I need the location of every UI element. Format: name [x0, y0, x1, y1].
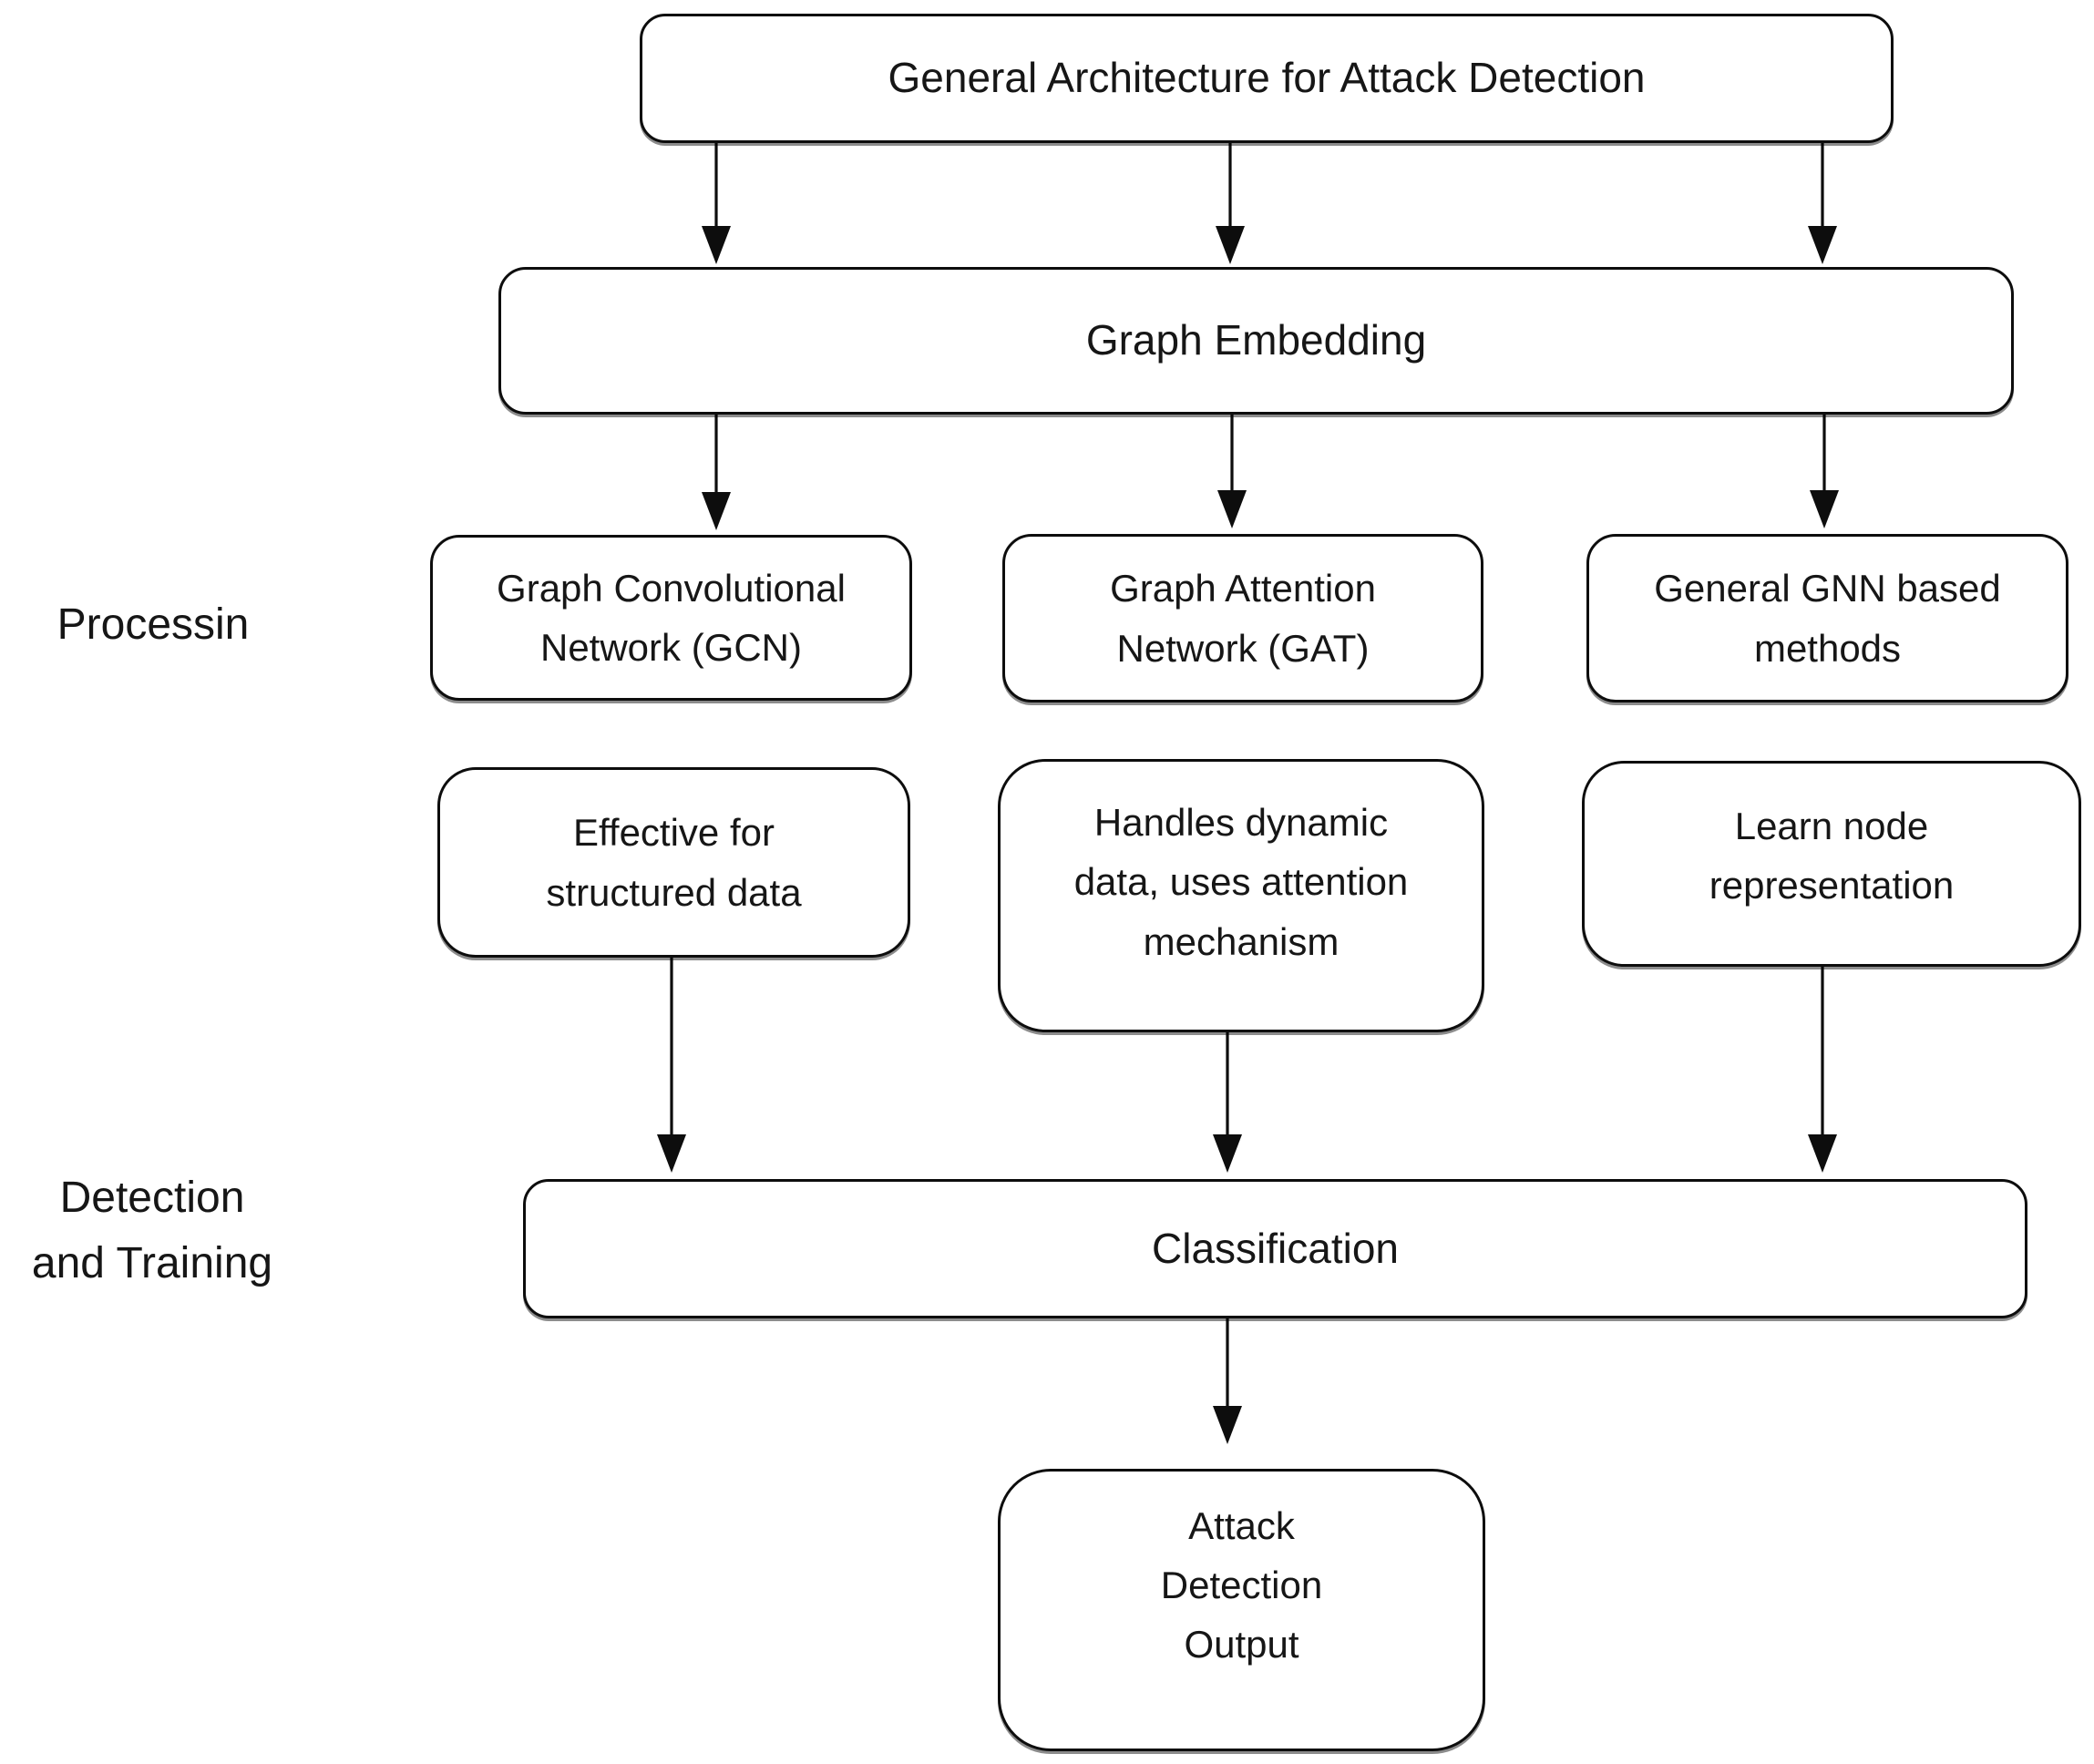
- node-attack-detection-output-label: Attack Detection Output: [1160, 1503, 1323, 1667]
- flow-arrow: [1808, 143, 1837, 264]
- node-gcn-note: Effective for structured data: [437, 767, 910, 958]
- node-gnn-methods: General GNN based methods: [1586, 534, 2068, 703]
- flow-arrow: [1213, 1032, 1242, 1173]
- stage-label-processing: Processin: [56, 600, 250, 649]
- node-gat-note: Handles dynamic data, uses attention mec…: [998, 759, 1484, 1032]
- flow-arrow: [1810, 415, 1839, 528]
- node-graph-embedding: Graph Embedding: [498, 267, 2014, 415]
- node-gnn-methods-label: General GNN based methods: [1654, 567, 2001, 670]
- node-classification-label: Classification: [1152, 1224, 1399, 1272]
- stage-label-detection-and-training: Detection and Training: [31, 1174, 273, 1287]
- node-graph-embedding-label: Graph Embedding: [1085, 316, 1427, 364]
- node-gat-label: Graph Attention Network (GAT): [1110, 567, 1376, 670]
- node-gcn: Graph Convolutional Network (GCN): [430, 535, 912, 701]
- flow-arrow: [702, 143, 731, 264]
- node-general-architecture: General Architecture for Attack Detectio…: [640, 14, 1894, 143]
- node-gat-note-label: Handles dynamic data, uses attention mec…: [1073, 801, 1409, 963]
- node-general-architecture-label: General Architecture for Attack Detectio…: [888, 54, 1646, 102]
- node-gcn-note-label: Effective for structured data: [546, 811, 802, 914]
- flow-arrow: [1216, 143, 1245, 264]
- flow-arrow: [1213, 1318, 1242, 1444]
- flow-arrow: [1808, 967, 1837, 1173]
- node-gnn-note: Learn node representation: [1582, 761, 2081, 967]
- node-attack-detection-output: Attack Detection Output: [998, 1469, 1485, 1751]
- node-gnn-note-label: Learn node representation: [1709, 804, 1955, 907]
- flow-arrow: [1217, 415, 1247, 528]
- node-classification: Classification: [523, 1179, 2027, 1318]
- node-gcn-label: Graph Convolutional Network (GCN): [497, 566, 846, 669]
- flow-arrow: [702, 415, 731, 530]
- node-gat: Graph Attention Network (GAT): [1002, 534, 1483, 703]
- flow-arrow: [657, 958, 686, 1173]
